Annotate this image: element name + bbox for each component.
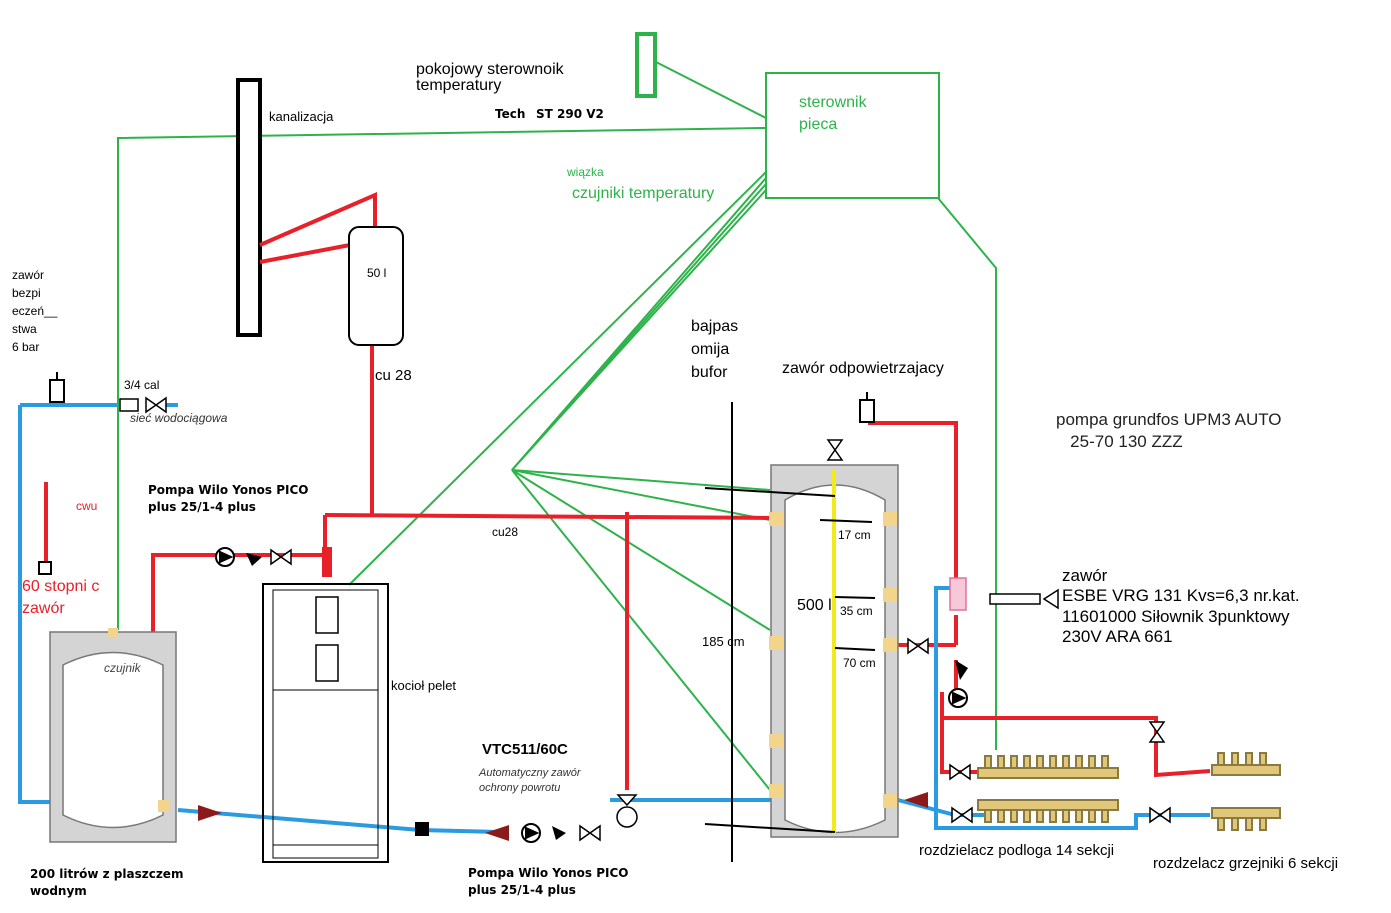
air-vent-label: zawór odpowietrzajacy (782, 360, 944, 377)
room-controller-label: pokojowy sterownoik temperatury (416, 61, 564, 94)
pump-icon (215, 547, 968, 843)
dhw-sensor-label: czujnik (104, 661, 141, 675)
dhw-tank-label: 200 litrów z plaszczem wodnym (30, 867, 184, 899)
bypass-label: bajpas omija bufor (691, 318, 739, 382)
pellet-boiler (262, 547, 429, 863)
sewer-label: kanalizacja (269, 109, 334, 124)
boiler-label: kocioł pelet (391, 678, 457, 693)
thermometer-icon (38, 561, 52, 575)
inlet-size-label: 3/4 cal (124, 378, 160, 392)
dist-17-label: 17 cm (838, 528, 871, 542)
buffer-height-label: 185 cm (702, 634, 745, 649)
safety-valve-label: zawór bezpi eczeń__ stwa 6 bar (12, 268, 58, 354)
radiator-manifold (1211, 752, 1281, 831)
boiler-controller-box (765, 72, 940, 199)
cu28-horizontal-label: cu28 (492, 525, 519, 539)
dhw-temp-label: 60 stopni c zawór (22, 578, 100, 617)
room-thermostat (635, 32, 657, 98)
dist-35-label: 35 cm (840, 604, 873, 618)
hot-pipes (44, 191, 1211, 790)
pump-top-label: Pompa Wilo Yonos PICO plus 25/1-4 plus (148, 483, 309, 515)
expansion-vessel (348, 226, 404, 346)
temp-sensors-label: czujniki temperatury (572, 185, 715, 202)
floor-manifold-label: rozdzielacz podloga 14 sekcji (919, 842, 1115, 859)
vtc-desc-label: Automatyczny zawór ochrony powrotu (479, 767, 581, 795)
air-vent-icon (859, 392, 875, 423)
cu28-vertical-label: cu 28 (375, 367, 412, 384)
check-valve-icon (119, 398, 139, 412)
buffer-volume-label: 500 l (797, 597, 832, 614)
radiator-manifold-label: rozdzelacz grzejniki 6 sekcji (1153, 855, 1339, 872)
dhw-tank (49, 628, 177, 843)
floor-manifold (977, 755, 1119, 823)
pump-bottom-label: Pompa Wilo Yonos PICO plus 25/1-4 plus (468, 866, 629, 898)
ball-valve-icon (145, 396, 1171, 842)
dist-70-label: 70 cm (843, 656, 876, 670)
flow-arrow-icon (198, 553, 968, 841)
buffer-tank (704, 464, 899, 838)
boiler-controller-label: sterownik pieca (799, 94, 867, 134)
three-way-valve-icon (616, 577, 1059, 828)
expansion-vessel-label: 50 l (367, 266, 387, 280)
tech-model-label: ST 290 V2 (536, 107, 604, 121)
harness-label: wiązka (567, 165, 604, 179)
esbe-valve-label: zawór ESBE VRG 131 Kvs=6,3 nr.kat. 11601… (1062, 566, 1300, 647)
vtc-label: VTC511/60C (482, 741, 568, 758)
safety-valve-icon (49, 372, 65, 403)
water-mains-label: sieć wodociągowa (130, 411, 228, 425)
sewer-pipe (236, 78, 262, 337)
tech-brand-label: Tech (495, 107, 526, 121)
dhw-label: cwu (76, 499, 98, 513)
grundfos-label: pompa grundfos UPM3 AUTO 25-70 130 ZZZ (1056, 410, 1282, 452)
